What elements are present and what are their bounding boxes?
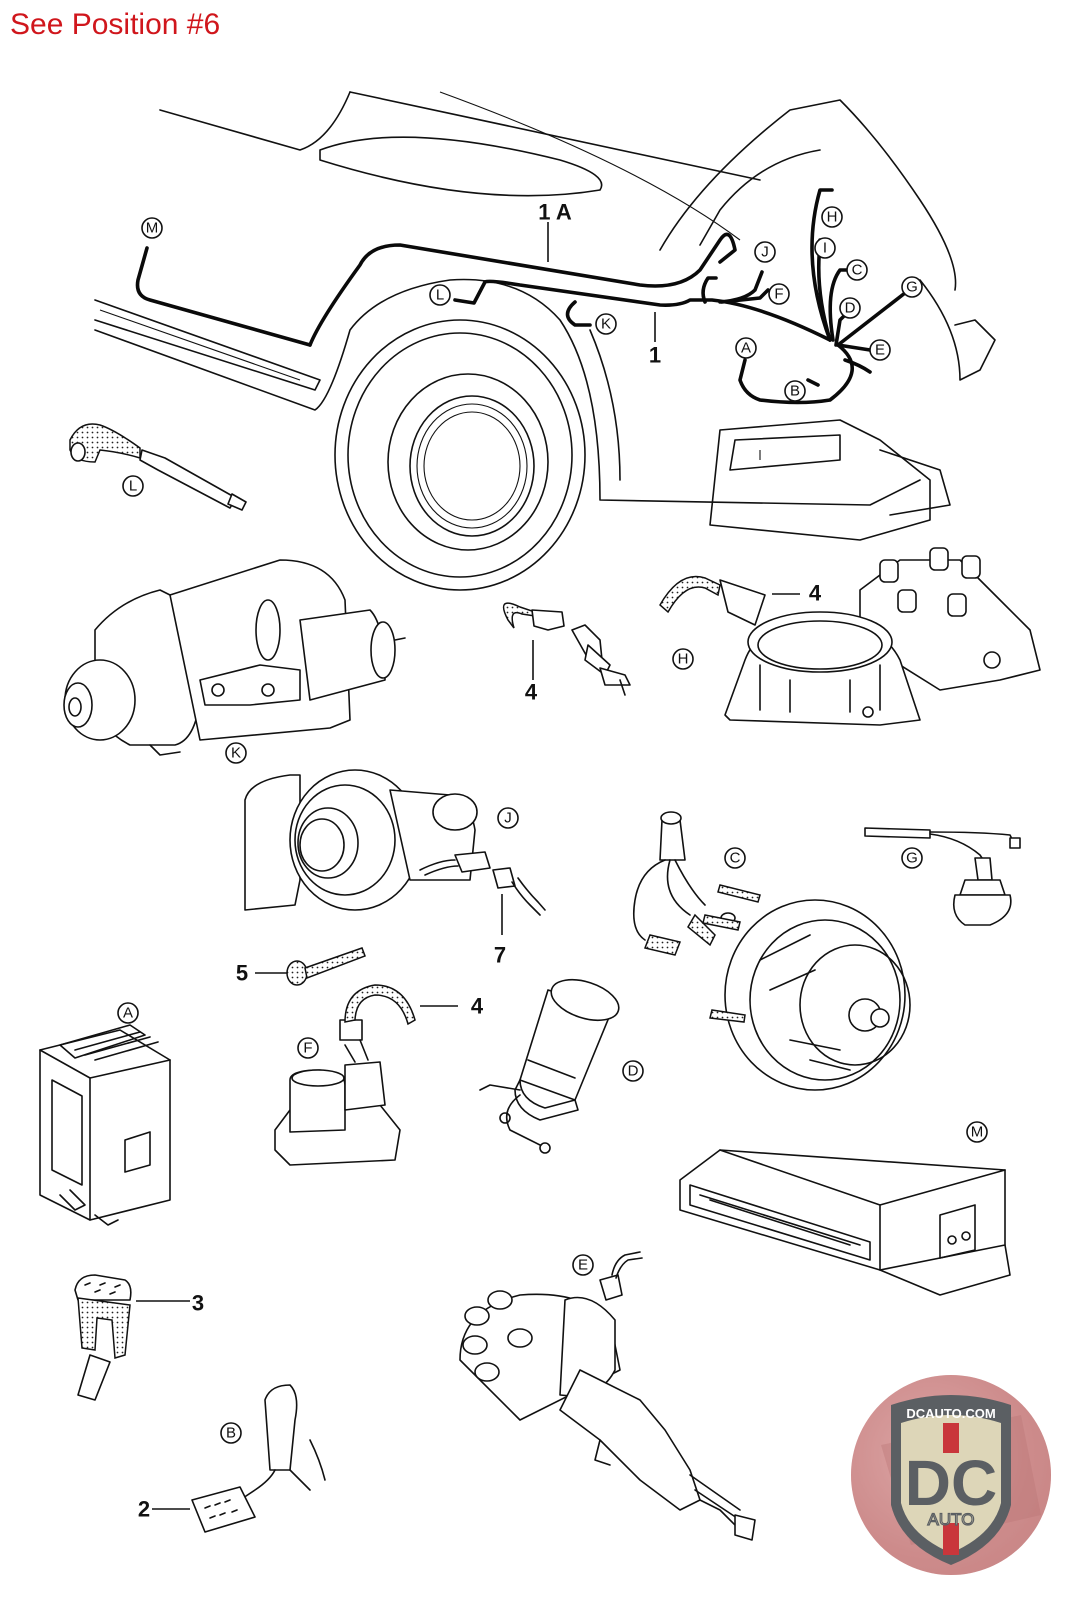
svg-text:J: J bbox=[761, 244, 769, 261]
harness-callout-c: C bbox=[846, 259, 868, 281]
harness-callout-f: F bbox=[768, 283, 790, 305]
svg-text:E: E bbox=[875, 342, 885, 359]
part-number-4-f: 4 bbox=[471, 994, 484, 1019]
svg-text:A: A bbox=[741, 340, 751, 357]
car-body-outline bbox=[94, 91, 996, 541]
svg-text:A: A bbox=[123, 1005, 133, 1022]
callout-g: G bbox=[901, 847, 923, 869]
callout-d: D bbox=[622, 1060, 644, 1082]
component-d-ignition-coil[interactable] bbox=[479, 972, 624, 1154]
svg-text:H: H bbox=[678, 651, 689, 668]
page-title: See Position #6 bbox=[10, 8, 221, 41]
svg-text:C: C bbox=[852, 262, 863, 279]
svg-text:L: L bbox=[129, 478, 137, 495]
wiring-harness bbox=[135, 188, 907, 405]
harness-label-1: 1 bbox=[649, 343, 661, 368]
callout-k: K bbox=[225, 742, 247, 764]
svg-text:B: B bbox=[790, 383, 800, 400]
logo-top-text: DCAUTO.COM bbox=[906, 1406, 995, 1421]
harness-label-1a: 1 A bbox=[538, 200, 572, 225]
harness-callout-m: M bbox=[141, 217, 163, 239]
part-number-7: 7 bbox=[494, 943, 506, 968]
svg-text:F: F bbox=[303, 1040, 312, 1057]
svg-text:K: K bbox=[601, 316, 611, 333]
callout-m: M bbox=[966, 1121, 988, 1143]
svg-text:M: M bbox=[146, 220, 159, 237]
component-f-valve[interactable] bbox=[274, 984, 416, 1166]
harness-callout-e: E bbox=[869, 339, 891, 361]
logo-main-text: DC bbox=[905, 1447, 997, 1519]
svg-text:E: E bbox=[578, 1257, 588, 1274]
component-k-starter-motor[interactable] bbox=[63, 559, 406, 756]
harness-callout-l: L bbox=[429, 284, 451, 306]
part-number-4-h-right: 4 bbox=[809, 581, 822, 606]
callout-b: B bbox=[220, 1422, 242, 1444]
component-b-multipin-connector[interactable] bbox=[191, 1384, 326, 1533]
harness-callout-a: A bbox=[735, 337, 757, 359]
component-3-connector[interactable] bbox=[74, 1274, 132, 1401]
callout-j: J bbox=[497, 807, 519, 829]
callout-e: E bbox=[572, 1254, 594, 1276]
callout-h: H bbox=[672, 648, 694, 670]
dcauto-shield-icon: DCAUTO.COM DC AUTO bbox=[851, 1375, 1051, 1575]
svg-text:C: C bbox=[730, 850, 741, 867]
component-a-control-unit[interactable] bbox=[39, 1024, 171, 1226]
svg-text:I: I bbox=[823, 240, 827, 257]
harness-callout-k: K bbox=[595, 313, 617, 335]
harness-callout-d: D bbox=[839, 297, 861, 319]
component-throttle-housing[interactable] bbox=[724, 547, 1041, 726]
svg-text:G: G bbox=[906, 850, 918, 867]
callout-a: A bbox=[117, 1002, 139, 1024]
svg-text:K: K bbox=[231, 745, 241, 762]
component-m-ecu[interactable] bbox=[679, 1149, 1011, 1296]
callout-f: F bbox=[297, 1037, 319, 1059]
callout-l: L bbox=[122, 475, 144, 497]
dcauto-logo[interactable]: DCAUTO.COM DC AUTO bbox=[851, 1375, 1051, 1575]
svg-text:B: B bbox=[226, 1425, 236, 1442]
component-h-sensor-connector-left[interactable] bbox=[502, 602, 631, 696]
component-j-blower[interactable] bbox=[244, 769, 546, 916]
component-e-distributor[interactable] bbox=[459, 1251, 756, 1541]
svg-text:F: F bbox=[774, 286, 783, 303]
part-number-2: 2 bbox=[138, 1497, 150, 1522]
harness-callout-j: J bbox=[754, 241, 776, 263]
rear-wheel bbox=[334, 319, 586, 591]
part-number-5: 5 bbox=[236, 961, 248, 986]
svg-text:H: H bbox=[827, 209, 838, 226]
svg-text:L: L bbox=[436, 287, 444, 304]
part-number-4-h-left: 4 bbox=[525, 680, 538, 705]
part-number-3: 3 bbox=[192, 1291, 204, 1316]
component-c-alternator[interactable] bbox=[632, 811, 911, 1091]
harness-callout-h: H bbox=[821, 206, 843, 228]
svg-text:D: D bbox=[845, 300, 856, 317]
svg-text:D: D bbox=[628, 1063, 639, 1080]
component-h-connector-right[interactable] bbox=[659, 575, 766, 626]
harness-callout-b: B bbox=[784, 380, 806, 402]
callout-c: C bbox=[724, 847, 746, 869]
logo-bottom-text: AUTO bbox=[928, 1510, 975, 1529]
harness-callout-g: G bbox=[901, 276, 923, 298]
svg-text:M: M bbox=[971, 1124, 984, 1141]
component-5-grommet[interactable] bbox=[286, 947, 366, 986]
component-l-plug-cable[interactable] bbox=[69, 423, 247, 511]
svg-text:G: G bbox=[906, 279, 918, 296]
component-g-pressure-sender[interactable] bbox=[864, 827, 1021, 926]
svg-text:J: J bbox=[504, 810, 512, 827]
harness-callout-i: I bbox=[814, 237, 836, 259]
